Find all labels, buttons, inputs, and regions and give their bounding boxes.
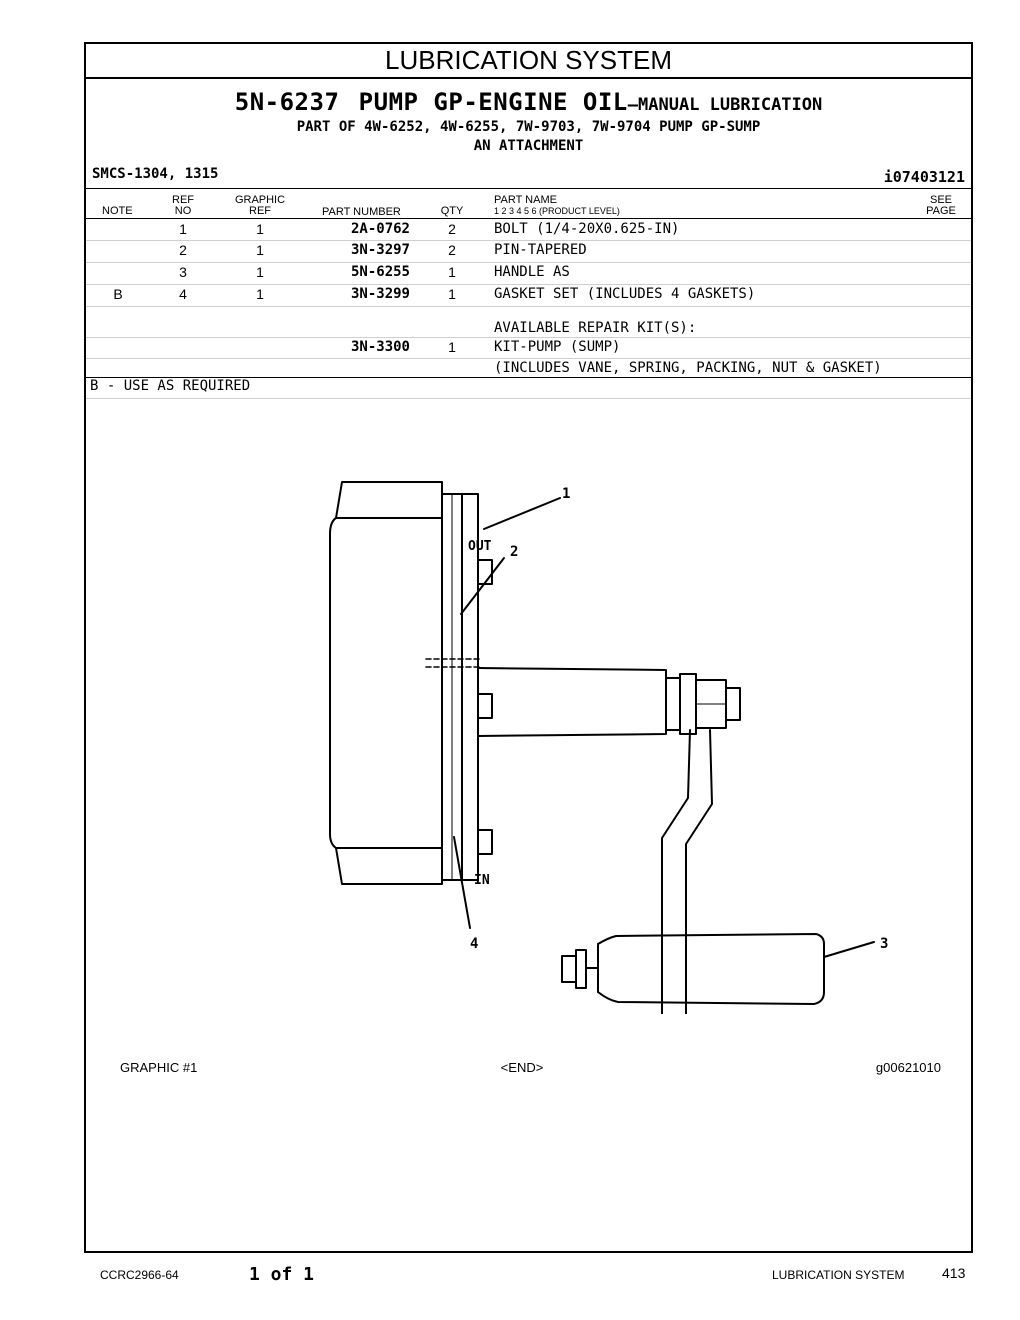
- repair-kit-heading: AVAILABLE REPAIR KIT(S):: [494, 320, 697, 336]
- part-of-line: PART OF 4W-6252, 4W-6255, 7W-9703, 7W-97…: [296, 119, 761, 135]
- group-part-number: 5N-6237: [234, 88, 340, 116]
- row4-ref: 4: [179, 286, 187, 302]
- row4-graphic: 1: [256, 286, 264, 302]
- smcs-codes: SMCS-1304, 1315: [92, 166, 219, 182]
- callout-4: 4: [470, 936, 478, 952]
- col-ref-top: REF: [172, 194, 194, 206]
- row3-ref: 3: [179, 264, 187, 280]
- leader-1: [483, 497, 561, 530]
- row1-qty: 2: [448, 221, 456, 237]
- columns-rule: [86, 218, 971, 219]
- footnote: B - USE AS REQUIRED: [90, 378, 251, 394]
- leader-2: [460, 557, 505, 615]
- row3-qty: 1: [448, 264, 456, 280]
- page-frame: LUBRICATION SYSTEM 5N-6237 PUMP GP-ENGIN…: [84, 42, 973, 1253]
- row-rule: [86, 284, 971, 285]
- crank-arm: [685, 729, 713, 1014]
- leader-3: [823, 941, 875, 958]
- group-suffix: MANUAL LUBRICATION: [638, 95, 823, 115]
- row1-part-number: 2A-0762: [350, 221, 410, 237]
- handle-bolt: [561, 955, 577, 983]
- end-marker: <END>: [500, 1060, 544, 1075]
- handle-grip: [597, 933, 825, 1005]
- crank-arm: [661, 729, 691, 1014]
- row4-note: B: [113, 286, 123, 302]
- row1-ref: 1: [179, 221, 187, 237]
- row2-part-name: PIN-TAPERED: [494, 242, 587, 258]
- footer-section: LUBRICATION SYSTEM: [772, 1268, 905, 1282]
- row3-part-name: HANDLE AS: [494, 264, 570, 280]
- row-rule: [86, 358, 971, 359]
- col-note: NOTE: [102, 205, 133, 217]
- callout-2: 2: [510, 544, 518, 560]
- row-rule: [86, 240, 971, 241]
- row4-part-name: GASKET SET (INCLUDES 4 GASKETS): [494, 286, 756, 302]
- attachment-line: AN ATTACHMENT: [473, 138, 584, 154]
- col-see-bottom: PAGE: [926, 205, 956, 217]
- header-rule: [86, 188, 971, 189]
- pump-drawing: OUT IN: [329, 481, 741, 1014]
- row2-graphic: 1: [256, 242, 264, 258]
- graphic-id: g00621010: [875, 1060, 941, 1075]
- pump-body: [329, 481, 443, 885]
- leader-4: [453, 836, 471, 929]
- graphic-caption: GRAPHIC #1: [120, 1060, 198, 1075]
- callout-1: 1: [562, 486, 570, 502]
- out-label: OUT: [468, 539, 492, 554]
- footer-page-number: 413: [942, 1265, 966, 1281]
- handle-drawing: 1 2 3 4: [453, 486, 888, 1005]
- col-ref-bottom: NO: [174, 205, 192, 217]
- row4-part-number: 3N-3299: [350, 286, 410, 302]
- handle-nut: [575, 949, 587, 989]
- col-product-levels: 1 2 3 4 5 6 (PRODUCT LEVEL): [494, 206, 620, 216]
- kit-qty: 1: [448, 339, 456, 355]
- group-title: 5N-6237 PUMP GP-ENGINE OIL—MANUAL LUBRIC…: [86, 88, 971, 116]
- row-rule: [86, 337, 971, 338]
- document-id: i07403121: [883, 168, 965, 186]
- row1-graphic: 1: [256, 221, 264, 237]
- title-dash: —: [627, 95, 639, 115]
- col-graphic-top: GRAPHIC: [234, 194, 286, 206]
- shaft-end: [725, 687, 741, 721]
- footer-pages: 1 of 1: [249, 1264, 315, 1285]
- col-qty: QTY: [440, 205, 464, 217]
- callout-3: 3: [880, 936, 888, 952]
- kit-part-name: KIT-PUMP (SUMP): [494, 339, 621, 355]
- row1-part-name: BOLT (1/4-20X0.625-IN): [494, 221, 680, 237]
- col-graphic-bottom: REF: [249, 205, 271, 217]
- footer-doc-number: CCRC2966-64: [100, 1268, 179, 1282]
- gasket-plate: [461, 493, 479, 881]
- footnote-rule: [86, 398, 971, 399]
- group-name: PUMP GP-ENGINE OIL: [358, 88, 628, 116]
- kit-includes: (INCLUDES VANE, SPRING, PACKING, NUT & G…: [494, 360, 882, 376]
- row2-ref: 2: [179, 242, 187, 258]
- row4-qty: 1: [448, 286, 456, 302]
- row-rule: [86, 262, 971, 263]
- in-label: IN: [474, 873, 490, 888]
- row2-qty: 2: [448, 242, 456, 258]
- col-see-top: SEE: [929, 194, 953, 206]
- col-part-number: PART NUMBER: [322, 206, 401, 218]
- row2-part-number: 3N-3297: [350, 242, 410, 258]
- kit-part-number: 3N-3300: [350, 339, 410, 355]
- section-band: LUBRICATION SYSTEM: [86, 44, 971, 79]
- row3-graphic: 1: [256, 264, 264, 280]
- row3-part-number: 5N-6255: [350, 264, 410, 280]
- col-part-name: PART NAME: [494, 194, 557, 206]
- bolt-head: [477, 829, 493, 855]
- bolt-head: [477, 693, 493, 719]
- table-bottom-rule: [86, 377, 971, 378]
- row-rule: [86, 306, 971, 307]
